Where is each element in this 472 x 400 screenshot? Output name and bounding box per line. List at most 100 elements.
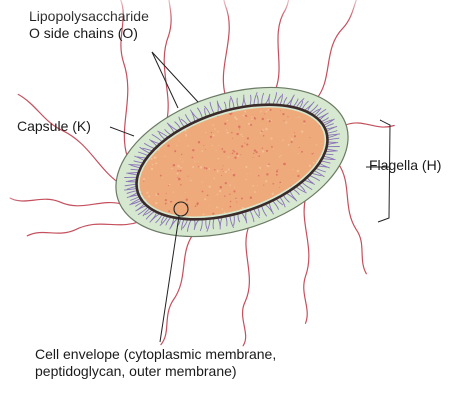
cytoplasm-speckle [234, 156, 237, 159]
cytoplasm-speckle [323, 210, 326, 213]
cytoplasm-speckle [268, 164, 271, 167]
side-chain [196, 107, 203, 118]
cytoplasm-speckle [271, 222, 273, 224]
side-chain [301, 182, 313, 190]
cell-envelope [135, 103, 329, 221]
cytoplasm-speckle [328, 215, 331, 218]
cytoplasm-speckle [282, 113, 285, 116]
cytoplasm-speckle [212, 134, 215, 137]
side-chain [257, 207, 260, 217]
cytoplasm-speckle [211, 144, 213, 146]
cytoplasm-speckle [177, 176, 179, 178]
cytoplasm-speckle [266, 173, 269, 176]
side-chain [314, 107, 322, 116]
side-chain [309, 104, 319, 113]
side-chain [299, 100, 304, 109]
cytoplasm-speckle [141, 132, 143, 135]
side-chain [314, 170, 325, 178]
side-chain [199, 220, 203, 232]
cytoplasm-speckle [201, 150, 204, 153]
cytoplasm-speckle [224, 170, 228, 174]
cytoplasm-speckle [168, 201, 170, 203]
cytoplasm-speckle [328, 201, 330, 204]
side-chain [130, 196, 139, 201]
side-chain [137, 207, 148, 216]
cytoplasm-speckle [245, 115, 248, 117]
side-chain [236, 97, 239, 107]
cytoplasm-speckle [265, 180, 268, 183]
cytoplasm-speckle [265, 127, 268, 131]
cytoplasm-speckle [157, 100, 160, 103]
cytoplasm-speckle [164, 104, 166, 106]
side-chain [128, 172, 137, 176]
cytoplasm-speckle [300, 130, 304, 133]
cytoplasm-speckle [298, 146, 300, 148]
side-chain [230, 95, 235, 108]
cytoplasm-speckle [238, 125, 241, 129]
side-chain [272, 200, 280, 210]
cytoplasm-speckle [263, 184, 265, 186]
side-chain [151, 134, 163, 142]
cytoplasm-speckle [155, 162, 158, 165]
cytoplasm-speckle [197, 140, 201, 144]
side-chain [134, 155, 145, 161]
cytoplasm-speckle [216, 193, 219, 196]
side-chain [325, 153, 334, 156]
cytoplasm-speckle [280, 154, 282, 157]
cytoplasm-speckle [267, 109, 269, 111]
side-chain [279, 197, 286, 208]
side-chain [233, 215, 235, 226]
cytoplasm-speckle [303, 122, 306, 124]
cytoplasm-speckle [236, 201, 238, 203]
cytoplasm-speckle [179, 158, 181, 160]
side-chain [165, 217, 171, 226]
side-chain [216, 100, 223, 111]
cytoplasm-speckle [333, 210, 334, 212]
cytoplasm-speckle [213, 136, 214, 138]
cytoplasm-speckle [283, 220, 285, 222]
cytoplasm-speckle [232, 172, 234, 174]
side-chain [126, 190, 137, 194]
cytoplasm-speckle [244, 110, 247, 113]
side-chain [307, 103, 313, 112]
lps-label: Lipopolysaccharide O side chains (O) [29, 8, 149, 42]
side-chain [319, 163, 330, 169]
side-chain [268, 93, 271, 104]
side-chain [123, 188, 136, 191]
side-chain [296, 98, 305, 108]
cytoplasm-speckle [277, 169, 279, 171]
side-chain [209, 101, 215, 114]
side-chain [191, 111, 199, 120]
cytoplasm-speckle [246, 137, 250, 140]
cytoplasm-speckle [247, 122, 251, 125]
cytoplasm-speckle [146, 118, 148, 120]
cytoplasm-speckle [179, 214, 181, 216]
cytoplasm-speckle [332, 215, 334, 217]
cytoplasm-speckle [150, 157, 153, 160]
cytoplasm-speckle [261, 147, 264, 149]
side-chain [139, 146, 150, 154]
cytoplasm-speckle [230, 169, 232, 171]
cytoplasm-speckle [150, 167, 154, 171]
cytoplasm-speckle [196, 202, 199, 205]
cytoplasm-speckle [261, 150, 265, 153]
cytoplasm-speckle [253, 149, 257, 152]
cytoplasm-speckle [199, 124, 201, 126]
cytoplasm-speckle [202, 213, 205, 216]
cytoplasm-speckle [204, 198, 207, 201]
cytoplasm-speckle [148, 195, 151, 198]
side-chain [205, 219, 208, 229]
flagella-bracket [377, 119, 391, 223]
cytoplasm-speckle [199, 166, 203, 169]
side-chain [326, 125, 338, 130]
side-chain [151, 212, 157, 221]
cytoplasm-speckle [264, 229, 266, 231]
side-chain [249, 94, 252, 106]
side-chain [318, 165, 327, 168]
cytoplasm-speckle [315, 144, 318, 146]
cytoplasm-speckle [335, 183, 338, 186]
cytoplasm-speckle [205, 167, 208, 170]
side-chain [328, 133, 341, 136]
cytoplasm-speckle [129, 226, 132, 229]
side-chain [126, 186, 136, 190]
